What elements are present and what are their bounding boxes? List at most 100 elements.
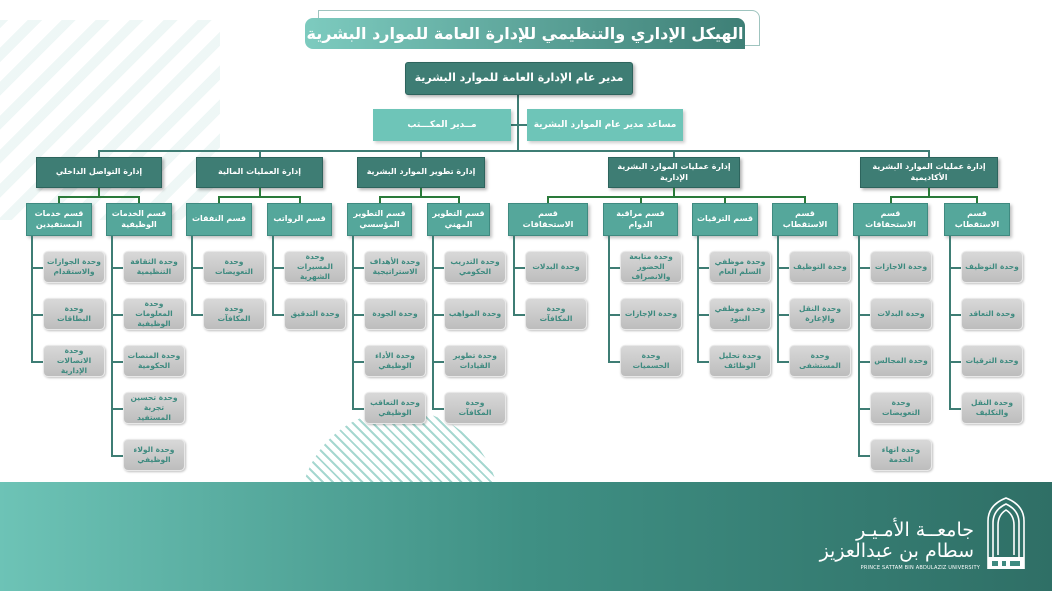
connector — [111, 361, 123, 363]
department-box: إدارة عمليات الموارد البشرية الإدارية — [608, 157, 740, 188]
connector — [432, 267, 444, 269]
section-box: قسم الاستحقاقات — [853, 203, 928, 236]
university-name-line1: جامعــة الأمـيـر — [856, 519, 974, 541]
unit-box: وحدة موظفي البنود — [709, 298, 771, 330]
connector — [697, 361, 709, 363]
director-box: مدير عام الإدارة العامة للموارد البشرية — [405, 62, 633, 95]
unit-box: وحدة التدريب الحكومي — [444, 251, 506, 283]
section-box: قسم الخدمات الوظيفية — [106, 203, 172, 236]
connector — [98, 188, 100, 197]
connector — [949, 236, 951, 409]
university-name-line2: سطام بن عبدالعزيز — [819, 539, 974, 562]
connector — [928, 188, 930, 197]
connector — [697, 236, 699, 362]
connector — [298, 196, 301, 204]
connector — [513, 236, 515, 315]
unit-box: وحدة تطوير القيادات — [444, 345, 506, 377]
connector — [352, 236, 354, 409]
unit-box: وحدة التعويضات — [203, 251, 265, 283]
unit-box: وحدة المستشفى — [789, 345, 851, 377]
unit-box: وحدة المجالس — [870, 345, 932, 377]
unit-box: وحدة الترقيات — [961, 345, 1023, 377]
connector — [218, 196, 220, 204]
unit-box: وحدة تحليل الوظائف — [709, 345, 771, 377]
connector — [949, 314, 961, 316]
unit-box: وحدة الثقافة التنظيمية — [123, 251, 185, 283]
section-box: قسم التطوير المهني — [427, 203, 490, 236]
unit-box: وحدة التوظيف — [961, 251, 1023, 283]
connector — [949, 267, 961, 269]
department-box: إدارة تطوير الموارد البشرية — [357, 157, 485, 188]
connector — [608, 236, 610, 362]
unit-box: وحدة الاجازات — [870, 251, 932, 283]
connector — [889, 196, 892, 204]
section-box: قسم الترقيات — [692, 203, 758, 236]
connector — [858, 236, 860, 456]
university-emblem-icon — [987, 497, 1025, 569]
connector — [511, 124, 527, 126]
connector — [191, 267, 203, 269]
connector — [673, 150, 675, 158]
connector — [31, 267, 43, 269]
connector — [111, 267, 123, 269]
connector — [31, 361, 43, 363]
connector — [976, 196, 978, 204]
connector — [858, 314, 870, 316]
connector — [457, 196, 460, 204]
unit-box: وحدة تحسين تجربة المستفيد — [123, 392, 185, 424]
connector — [513, 267, 525, 269]
unit-box: وحدة النقل والتكليف — [961, 392, 1023, 424]
connector — [608, 361, 620, 363]
connector — [191, 236, 193, 315]
connector — [608, 314, 620, 316]
connector — [949, 408, 961, 410]
connector — [858, 408, 870, 410]
connector — [420, 150, 422, 158]
university-english-name: PRINCE SATTAM BIN ABDULAZIZ UNIVERSITY — [860, 565, 980, 571]
connector — [378, 196, 381, 204]
connector — [513, 314, 525, 316]
page-title: الهيكل الإداري والتنظيمي للإدارة العامة … — [305, 18, 745, 49]
connector — [697, 267, 709, 269]
unit-box: وحدة متابعة الحضور والانصراف — [620, 251, 682, 283]
connector — [928, 150, 930, 158]
connector — [858, 361, 870, 363]
unit-box: وحدة الإجازات — [620, 298, 682, 330]
connector — [31, 314, 43, 316]
unit-box: وحدة الاتصالات الإدارية — [43, 345, 105, 377]
connector — [258, 150, 261, 158]
connector — [191, 314, 203, 316]
connector — [858, 267, 870, 269]
connector — [777, 314, 789, 316]
connector — [639, 196, 642, 204]
connector — [98, 150, 100, 158]
connector — [111, 236, 113, 456]
department-box: إدارة التواصل الداخلي — [36, 157, 162, 188]
unit-box: وحدة المواهب — [444, 298, 506, 330]
unit-box: وحدة النقل والإعارة — [789, 298, 851, 330]
connector — [111, 455, 123, 457]
unit-box: وحدة المكافآت — [525, 298, 587, 330]
connector — [420, 188, 422, 197]
unit-box: وحدة موظفي السلم العام — [709, 251, 771, 283]
university-logo-text: جامعــة الأمـيـر سطام بن عبدالعزيز — [820, 520, 974, 562]
department-box: إدارة العمليات المالية — [196, 157, 323, 188]
connector — [31, 236, 33, 362]
connector — [59, 196, 139, 198]
connector — [777, 361, 789, 363]
connector — [777, 267, 789, 269]
connector — [352, 361, 364, 363]
section-box: قسم الاستحقاقات — [508, 203, 588, 236]
connector — [111, 314, 123, 316]
section-box: قسم التطوير المؤسسي — [347, 203, 412, 236]
unit-box: وحدة المكافآت — [203, 298, 265, 330]
footer-band — [0, 482, 1052, 591]
connector — [548, 196, 805, 198]
section-box: قسم النفقات — [186, 203, 252, 236]
connector — [379, 196, 459, 198]
unit-box: وحدة البدلات — [525, 251, 587, 283]
connector — [858, 455, 870, 457]
unit-box: وحدة الأداء الوظيفي — [364, 345, 426, 377]
connector — [724, 196, 726, 204]
unit-box: وحدة التدقيق — [284, 298, 346, 330]
